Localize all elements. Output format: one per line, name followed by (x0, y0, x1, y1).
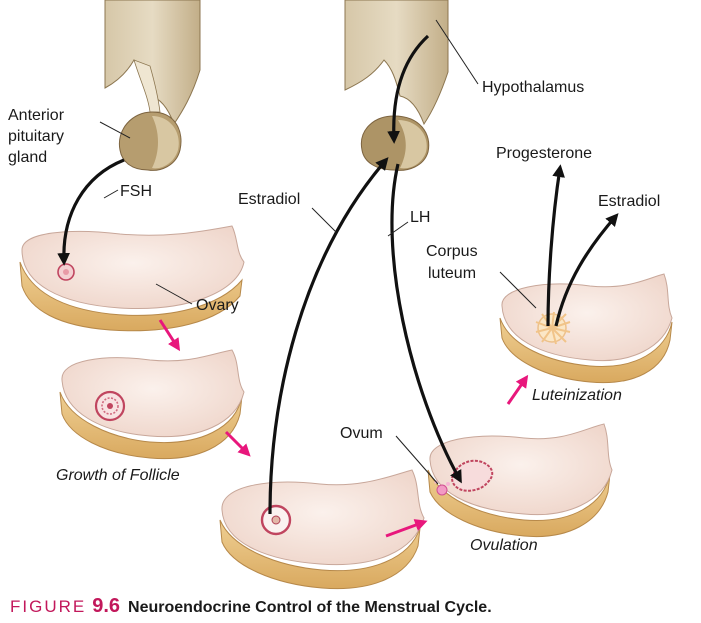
label-hypothalamus: Hypothalamus (482, 79, 584, 96)
seq-arrow-1 (158, 319, 181, 352)
label-luteinization: Luteinization (532, 387, 622, 404)
figure-caption: FIGURE 9.6 Neuroendocrine Control of the M… (10, 595, 492, 617)
pituitary-posterior-center (398, 120, 427, 169)
infundibulum-left (133, 59, 161, 113)
label-anterior-pituitary-line1: Anterior (8, 107, 65, 124)
brain-pituitary-left (104, 0, 201, 171)
seq-arrow-2 (224, 430, 251, 457)
ovary-3 (219, 469, 425, 590)
estradiol-arrow-from-corpus (554, 213, 619, 327)
ovum-released (436, 484, 448, 496)
label-growth-of-follicle: Growth of Follicle (56, 467, 180, 484)
caption-title: Neuroendocrine Control of the Menstrual … (128, 599, 492, 616)
pituitary-posterior-left (152, 116, 179, 169)
leader-lh (387, 221, 409, 237)
caption-figure-word: FIGURE (10, 597, 86, 616)
label-corpus-luteum-line1: Corpus (426, 243, 478, 260)
leader-ovary (155, 283, 193, 305)
label-anterior-pituitary-line3: gland (8, 149, 47, 166)
label-corpus-luteum-line2: luteum (428, 265, 476, 282)
label-ovary: Ovary (196, 297, 239, 314)
progesterone-arrow (546, 164, 565, 327)
ruptured-follicle (450, 459, 494, 492)
leader-anterior-pituitary (99, 121, 131, 139)
lh-arrow (390, 163, 462, 484)
label-estradiol-right: Estradiol (598, 193, 660, 210)
fsh-arrow (57, 158, 125, 266)
label-anterior-pituitary-line2: pituitary (8, 128, 64, 145)
brain-pituitary-center (344, 0, 449, 171)
ovary-4 (427, 423, 613, 538)
corpus-luteum (535, 311, 571, 345)
leader-fsh (103, 189, 119, 199)
hypothalamus-arrow (387, 34, 430, 144)
seq-arrow-4 (506, 374, 529, 405)
label-fsh: FSH (120, 183, 152, 200)
ovary-5 (499, 273, 673, 384)
seq-arrow-3 (385, 519, 428, 538)
label-lh: LH (410, 209, 430, 226)
label-estradiol-left: Estradiol (238, 191, 300, 208)
leader-hypothalamus (435, 19, 479, 85)
hypothalamus-tissue-center (344, 0, 449, 126)
estradiol-arrow-to-pituitary (268, 157, 389, 515)
leader-ovum (395, 435, 439, 485)
ovary-1 (19, 225, 245, 332)
label-progesterone: Progesterone (496, 145, 592, 162)
caption-figure-number: 9.6 (92, 595, 120, 617)
label-ovum: Ovum (340, 425, 383, 442)
label-ovulation: Ovulation (470, 537, 538, 554)
leader-corpus-luteum (499, 271, 537, 309)
leader-estradiol-left (311, 207, 337, 233)
ovary-2 (59, 349, 245, 460)
